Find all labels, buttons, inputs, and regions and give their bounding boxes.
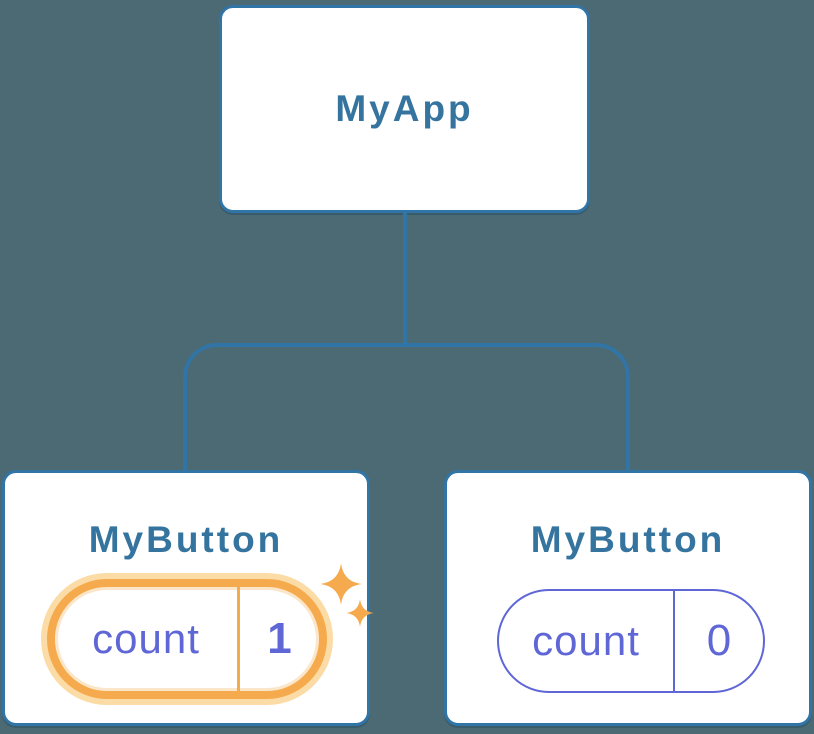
state-value: 1 xyxy=(237,587,319,691)
state-pill-highlight: count 1 xyxy=(41,573,333,705)
state-key-label: count xyxy=(92,615,200,662)
node-label-mybutton-right: MyButton xyxy=(530,519,726,560)
state-pill-left: count 1 xyxy=(47,579,327,699)
tree-node-mybutton-left: MyButton count 1 xyxy=(2,470,374,726)
sparkle-icon-small xyxy=(346,599,374,627)
node-label-mybutton-left: MyButton xyxy=(88,519,284,560)
connector-stem xyxy=(403,212,407,347)
state-pill-right: count 0 xyxy=(497,589,765,693)
state-value: 0 xyxy=(673,591,763,691)
node-label-myapp: MyApp xyxy=(335,88,474,129)
tree-node-mybutton-right: MyButton count 0 xyxy=(444,470,812,726)
sparkle-icon-large xyxy=(320,563,362,605)
state-key-label: count xyxy=(532,617,640,664)
connector-bracket xyxy=(183,343,630,470)
tree-node-myapp: MyApp xyxy=(219,5,590,213)
